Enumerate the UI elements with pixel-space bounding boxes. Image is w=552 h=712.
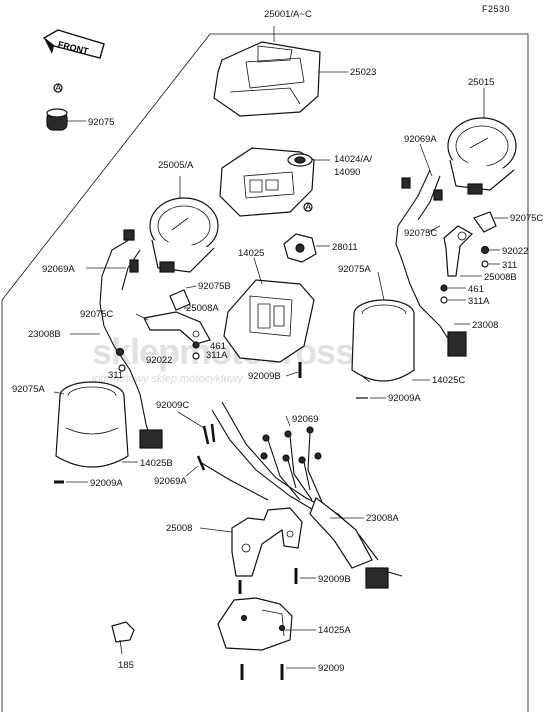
label-92069A-mid: 92069A	[154, 476, 187, 487]
indicator-housing-14024-part	[219, 147, 315, 217]
label-311A-left: 311A	[206, 350, 228, 361]
bulb-socket-28011-part	[283, 233, 317, 263]
label-185: 185	[118, 660, 134, 671]
label-92069A-left: 92069A	[42, 264, 75, 275]
meter-case-14025B-part	[55, 381, 129, 468]
ref-marker-a-mid: A	[305, 202, 312, 213]
nut-461-left	[192, 341, 200, 349]
washer-311A-left	[192, 352, 200, 360]
label-14024: 14024/A/	[334, 154, 372, 165]
label-92009A-right: 92009A	[388, 393, 421, 404]
label-92009B-bottom: 92009B	[318, 574, 351, 585]
bracket-25008-part	[231, 507, 303, 577]
label-23008B: 23008B	[28, 329, 61, 340]
ref-marker-a-top: A	[55, 83, 62, 94]
label-92075A-right: 92075A	[338, 264, 371, 275]
label-25008B: 25008B	[484, 272, 517, 283]
label-92075C-right-lower: 92075C	[404, 228, 437, 239]
speedometer-25015-part	[447, 117, 517, 195]
label-14025: 14025	[238, 248, 264, 259]
label-311-right: 311	[502, 260, 517, 271]
label-92022-left: 92022	[146, 355, 172, 366]
label-92009: 92009	[318, 663, 344, 674]
label-92009A-left: 92009A	[90, 478, 123, 489]
label-92075C-right: 92075C	[510, 213, 543, 224]
label-461-left: 461	[210, 341, 226, 352]
bracket-25008A-part	[143, 289, 211, 345]
label-25001: 25001/A~C	[264, 9, 312, 20]
label-25005: 25005/A	[158, 160, 194, 171]
assembly-frame	[1, 33, 529, 712]
nut-92022-left	[115, 347, 125, 357]
label-311A-right: 311A	[468, 296, 490, 307]
bracket-25008B-part	[443, 211, 497, 277]
label-92022-right: 92022	[502, 246, 528, 257]
meter-case-14025-part	[223, 279, 315, 363]
washer-311-left	[118, 364, 126, 372]
label-92069-mid: 92069	[292, 414, 318, 425]
ref-marker-a-circle	[303, 202, 313, 212]
label-92069A-right: 92069A	[404, 134, 437, 145]
label-14025C: 14025C	[432, 375, 465, 386]
label-92075A-left: 92075A	[12, 384, 45, 395]
left-wiring-part	[99, 229, 163, 449]
label-14025B: 14025B	[140, 458, 173, 469]
washer-311-right	[481, 260, 489, 268]
label-92075B: 92075B	[198, 281, 231, 292]
label-23008A: 23008A	[366, 513, 399, 524]
nut-92022-right	[480, 245, 490, 255]
watermark-tagline: internetowy sklep motocyklowy	[92, 373, 245, 385]
meter-case-14025C-part	[351, 299, 415, 383]
figure-code: F2530	[482, 4, 510, 14]
label-25008A: 25008A	[186, 303, 219, 314]
label-311-left: 311	[108, 370, 123, 381]
label-14090: 14090	[334, 167, 360, 178]
front-arrow-icon: FRONT	[42, 29, 105, 59]
label-92009B-mid: 92009B	[248, 371, 281, 382]
meter-cover-25023-part	[213, 41, 321, 117]
grommet-185-part	[111, 621, 135, 655]
nut-461-right	[440, 284, 448, 292]
label-25023: 25023	[350, 67, 376, 78]
tachometer-25005-part	[149, 197, 219, 273]
washer-311A-right	[440, 296, 448, 304]
right-wiring-part	[395, 169, 467, 357]
label-25015: 25015	[468, 77, 494, 88]
label-92009C: 92009C	[156, 400, 189, 411]
meter-case-14025A-part	[217, 597, 293, 651]
label-92075C-left: 92075C	[80, 309, 113, 320]
wiring-harness-23008A-part	[196, 401, 403, 589]
label-461-right: 461	[468, 284, 484, 295]
label-23008: 23008	[472, 320, 498, 331]
label-28011: 28011	[332, 242, 358, 253]
label-14025A: 14025A	[318, 625, 351, 636]
label-25008: 25008	[166, 523, 192, 534]
label-92075-top: 92075	[88, 117, 114, 128]
